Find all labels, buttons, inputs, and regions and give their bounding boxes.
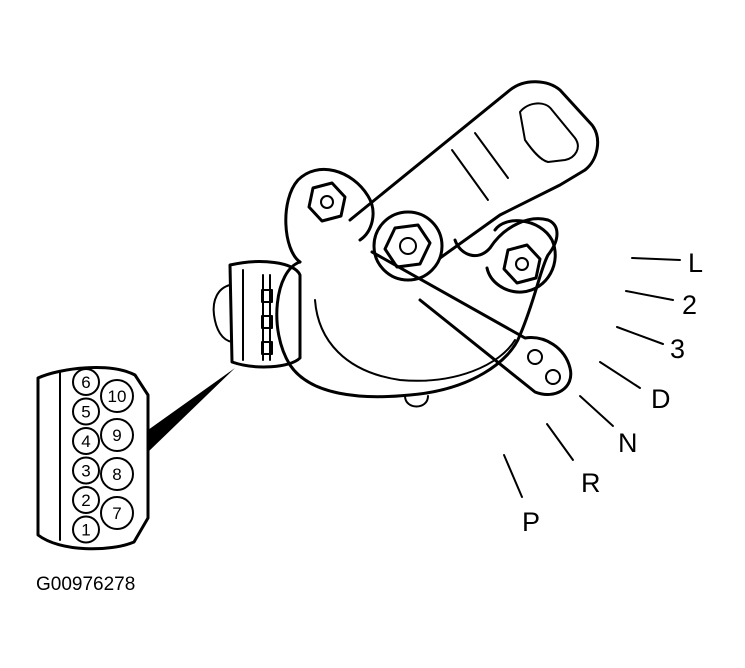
connector-pin-number: 7 (112, 504, 121, 523)
connector-pin-number: 6 (81, 373, 90, 392)
connector-pin (100, 379, 134, 413)
hex-bolt-right (502, 243, 542, 285)
inset-pointer (148, 368, 235, 452)
connector-pin-number: 9 (112, 426, 121, 445)
position-label-r: R (581, 468, 601, 498)
position-tick-marks (503, 257, 681, 498)
switch-housing (275, 168, 559, 408)
tick-n (579, 395, 614, 427)
connector-pin-number: 4 (81, 432, 90, 451)
connector-pin-number: 1 (81, 521, 90, 540)
tick-l (631, 257, 681, 261)
position-label-3: 3 (670, 334, 685, 364)
position-label-d: D (651, 384, 671, 414)
center-hex-nut (383, 223, 432, 269)
connector-pin (72, 456, 100, 485)
tick-r (546, 423, 574, 461)
shift-lever (348, 80, 600, 396)
position-label-p: P (522, 507, 540, 537)
connector-pin (100, 496, 134, 530)
connector-pin-number: 5 (81, 403, 90, 422)
connector-pin (100, 418, 134, 452)
position-label-2: 2 (682, 290, 697, 320)
figure-code: G00976278 (36, 574, 135, 595)
position-labels: L 2 3 D N R P (522, 248, 703, 537)
position-label-l: L (688, 248, 703, 278)
connector-pin-inset (36, 366, 150, 551)
tick-2 (625, 290, 674, 301)
connector-pin-number: 3 (81, 462, 90, 481)
connector-pin (100, 457, 134, 491)
tick-d (599, 361, 641, 389)
connector-pin-number: 2 (81, 491, 90, 510)
connector-pin (72, 368, 100, 396)
connector-pin-number: 8 (112, 465, 121, 484)
connector-pins-left-column: 6 5 4 3 2 1 (72, 368, 100, 544)
connector-pin (72, 427, 100, 455)
position-label-n: N (618, 428, 638, 458)
connector-pin-number: 10 (108, 387, 127, 406)
connector-pin (72, 486, 100, 514)
connector-pin (72, 397, 100, 426)
connector-pins-right-column: 10 9 8 7 (100, 379, 134, 530)
connector-pin (72, 515, 100, 544)
switch-connector (212, 260, 302, 369)
tick-p (503, 454, 523, 498)
hex-bolt-upper-left (307, 181, 347, 223)
tick-3 (616, 326, 664, 345)
